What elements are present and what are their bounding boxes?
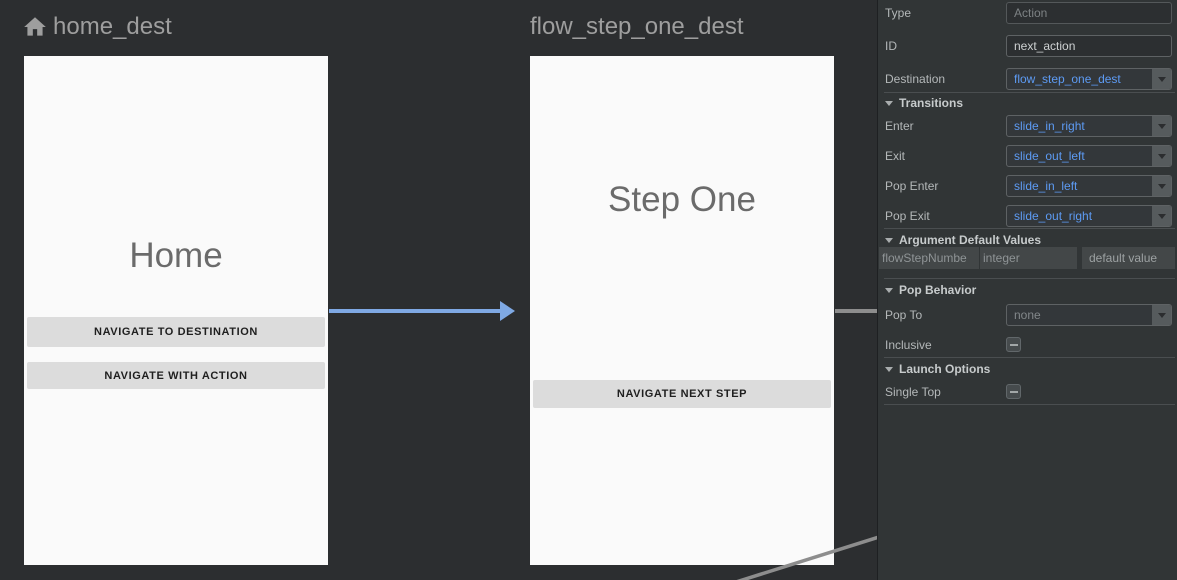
id-label: ID [885, 39, 897, 53]
nav-graph-canvas[interactable]: home_dest Home NAVIGATE TO DESTINATION N… [0, 0, 877, 580]
pop-enter-dropdown[interactable]: slide_in_left [1006, 175, 1172, 197]
type-row: Type Action [885, 2, 1172, 24]
destination-title: home_dest [53, 13, 172, 40]
argument-default-value-field[interactable]: default value [1082, 247, 1175, 269]
pop-to-label: Pop To [885, 308, 923, 322]
single-top-label: Single Top [885, 385, 941, 399]
pop-enter-row: Pop Enter slide_in_left [885, 175, 1172, 197]
navigate-to-destination-button[interactable]: NAVIGATE TO DESTINATION [27, 317, 325, 347]
navigate-next-step-button[interactable]: NAVIGATE NEXT STEP [533, 380, 831, 408]
selected-action-arrowhead-icon [500, 301, 515, 321]
id-row: ID next_action [885, 35, 1172, 57]
enter-dropdown[interactable]: slide_in_right [1006, 115, 1172, 137]
section-divider [884, 228, 1175, 229]
section-divider [884, 278, 1175, 279]
chevron-down-icon[interactable] [1152, 176, 1171, 196]
destination-row: Destination flow_step_one_dest [885, 68, 1172, 90]
arguments-section-header[interactable]: Argument Default Values [885, 232, 1041, 248]
enter-label: Enter [885, 119, 914, 133]
destination-dropdown[interactable]: flow_step_one_dest [1006, 68, 1172, 90]
exit-row: Exit slide_out_left [885, 145, 1172, 167]
type-field: Action [1006, 2, 1172, 24]
collapse-triangle-icon [885, 287, 893, 293]
chevron-down-icon[interactable] [1152, 69, 1171, 89]
destination-header-step-one[interactable]: flow_step_one_dest [530, 12, 744, 42]
screen-title: Step One [608, 180, 756, 219]
type-label: Type [885, 6, 912, 20]
transitions-section-header[interactable]: Transitions [885, 95, 963, 111]
enter-row: Enter slide_in_right [885, 115, 1172, 137]
chevron-down-icon[interactable] [1152, 146, 1171, 166]
argument-row: flowStepNumbe integer default value [878, 247, 1177, 269]
argument-name-cell: flowStepNumbe [879, 247, 979, 269]
screen-title: Home [129, 236, 223, 275]
pop-to-row: Pop To none [885, 304, 1172, 326]
pop-enter-label: Pop Enter [885, 179, 939, 193]
section-divider [884, 404, 1175, 405]
exit-dropdown[interactable]: slide_out_left [1006, 145, 1172, 167]
argument-type-cell: integer [980, 247, 1077, 269]
destination-title: flow_step_one_dest [530, 13, 744, 40]
pop-to-dropdown[interactable]: none [1006, 304, 1172, 326]
collapse-triangle-icon [885, 237, 893, 243]
collapse-triangle-icon [885, 100, 893, 106]
destination-preview-step-one[interactable]: Step One NAVIGATE NEXT STEP [530, 56, 834, 565]
pop-behavior-section-header[interactable]: Pop Behavior [885, 282, 976, 298]
section-divider [884, 357, 1175, 358]
collapse-triangle-icon [885, 366, 893, 372]
home-icon [22, 14, 48, 40]
single-top-row: Single Top [885, 381, 1172, 403]
destination-header-home[interactable]: home_dest [22, 12, 172, 42]
destination-preview-home[interactable]: Home NAVIGATE TO DESTINATION NAVIGATE WI… [24, 56, 328, 565]
pop-exit-label: Pop Exit [885, 209, 930, 223]
inclusive-label: Inclusive [885, 338, 932, 352]
chevron-down-icon[interactable] [1152, 305, 1171, 325]
chevron-down-icon[interactable] [1152, 206, 1171, 226]
navigate-with-action-button[interactable]: NAVIGATE WITH ACTION [27, 362, 325, 389]
id-field[interactable]: next_action [1006, 35, 1172, 57]
exit-label: Exit [885, 149, 906, 163]
launch-options-section-header[interactable]: Launch Options [885, 361, 990, 377]
pop-exit-row: Pop Exit slide_out_right [885, 205, 1172, 227]
indeterminate-dash-icon [1009, 390, 1018, 393]
inclusive-row: Inclusive [885, 334, 1172, 356]
chevron-down-icon[interactable] [1152, 116, 1171, 136]
single-top-checkbox[interactable] [1006, 384, 1021, 399]
inclusive-checkbox[interactable] [1006, 337, 1021, 352]
indeterminate-dash-icon [1009, 343, 1018, 346]
section-divider [884, 92, 1175, 93]
destination-label: Destination [885, 72, 946, 86]
attributes-panel: Type Action ID next_action Destination f… [877, 0, 1177, 580]
pop-exit-dropdown[interactable]: slide_out_right [1006, 205, 1172, 227]
